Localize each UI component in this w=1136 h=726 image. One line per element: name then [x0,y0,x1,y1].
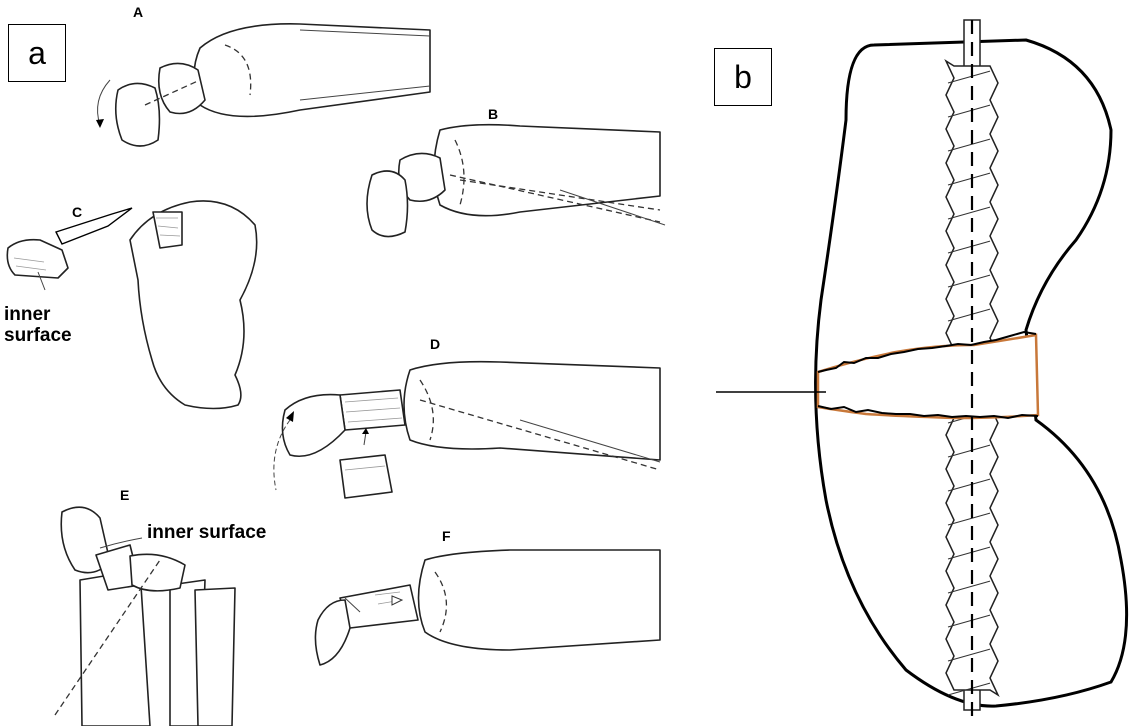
panel-a-label: a [8,24,66,82]
callout-c-inner-surface: inner surface [4,304,72,346]
step-f-drawing [315,550,660,665]
callout-e-inner-surface: inner surface [147,522,266,543]
panel-b-schematic [696,0,1136,726]
step-d-label: D [430,336,440,352]
step-c-label: C [72,204,82,220]
step-b-drawing [367,125,665,237]
panel-a-letter: a [28,35,46,72]
step-f-label: F [442,528,451,544]
step-a-drawing [96,24,430,146]
step-b-label: B [488,106,498,122]
step-d-drawing [274,362,660,498]
step-a-label: A [133,4,143,20]
panel-a-drawings [0,0,700,726]
step-e-label: E [120,487,129,503]
